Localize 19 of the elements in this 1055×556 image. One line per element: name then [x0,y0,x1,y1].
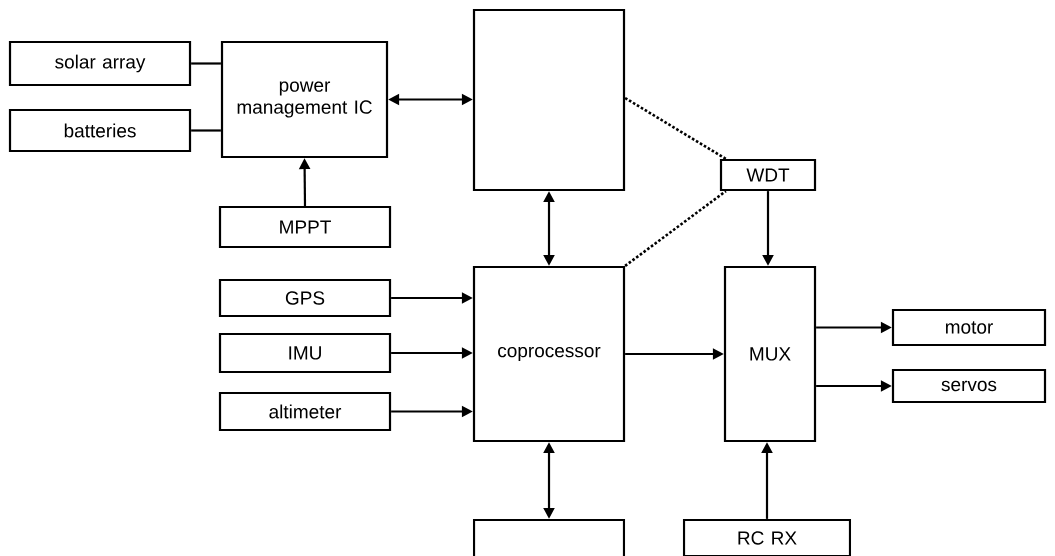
dotted-line [624,96,727,160]
block-box: coprocessor [472,265,626,443]
line [191,129,221,132]
block-box: altimeter [218,391,392,432]
block-box: solar array [8,40,192,87]
block-box: motor [891,308,1047,347]
empty-block-box [472,518,626,556]
block-box: RC RX [682,518,852,556]
block-box: MPPT [218,205,392,249]
empty-block-box [472,8,626,192]
block-box: servos [891,368,1047,404]
block-box: power management IC [220,40,389,159]
line [191,62,221,65]
block-box: batteries [8,108,192,153]
block-box: MUX [723,265,817,443]
block-box: IMU [218,332,392,374]
block-box: WDT [719,158,817,192]
block-box: GPS [218,278,392,318]
dotted-line [624,190,727,267]
